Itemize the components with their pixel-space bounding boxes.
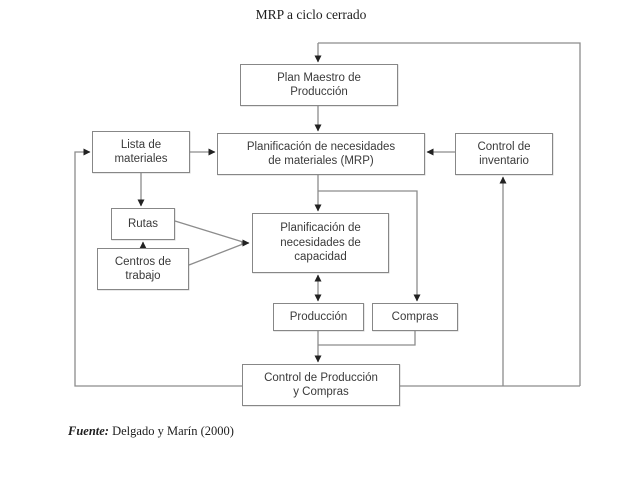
node-produccion: Producción — [273, 303, 364, 331]
diagram-title: MRP a ciclo cerrado — [255, 7, 367, 22]
node-plan-maestro-produccion: Plan Maestro de Producción — [240, 64, 398, 106]
node-centros-de-trabajo: Centros de trabajo — [97, 248, 189, 290]
node-control-de-inventario: Control de inventario — [455, 133, 553, 175]
node-compras: Compras — [372, 303, 458, 331]
node-lista-de-materiales: Lista de materiales — [92, 131, 190, 173]
source-text: Delgado y Marín (2000) — [108, 424, 234, 438]
node-planificacion-necesidades-materiales-mrp: Planificación de necesidades de material… — [217, 133, 425, 175]
node-planificacion-necesidades-capacidad: Planificación de necesidades de capacida… — [252, 213, 389, 273]
source-citation: Fuente: Delgado y Marín (2000) — [68, 424, 234, 439]
node-control-produccion-y-compras: Control de Producción y Compras — [242, 364, 400, 406]
node-rutas: Rutas — [111, 208, 175, 240]
source-prefix: Fuente: — [68, 424, 109, 438]
